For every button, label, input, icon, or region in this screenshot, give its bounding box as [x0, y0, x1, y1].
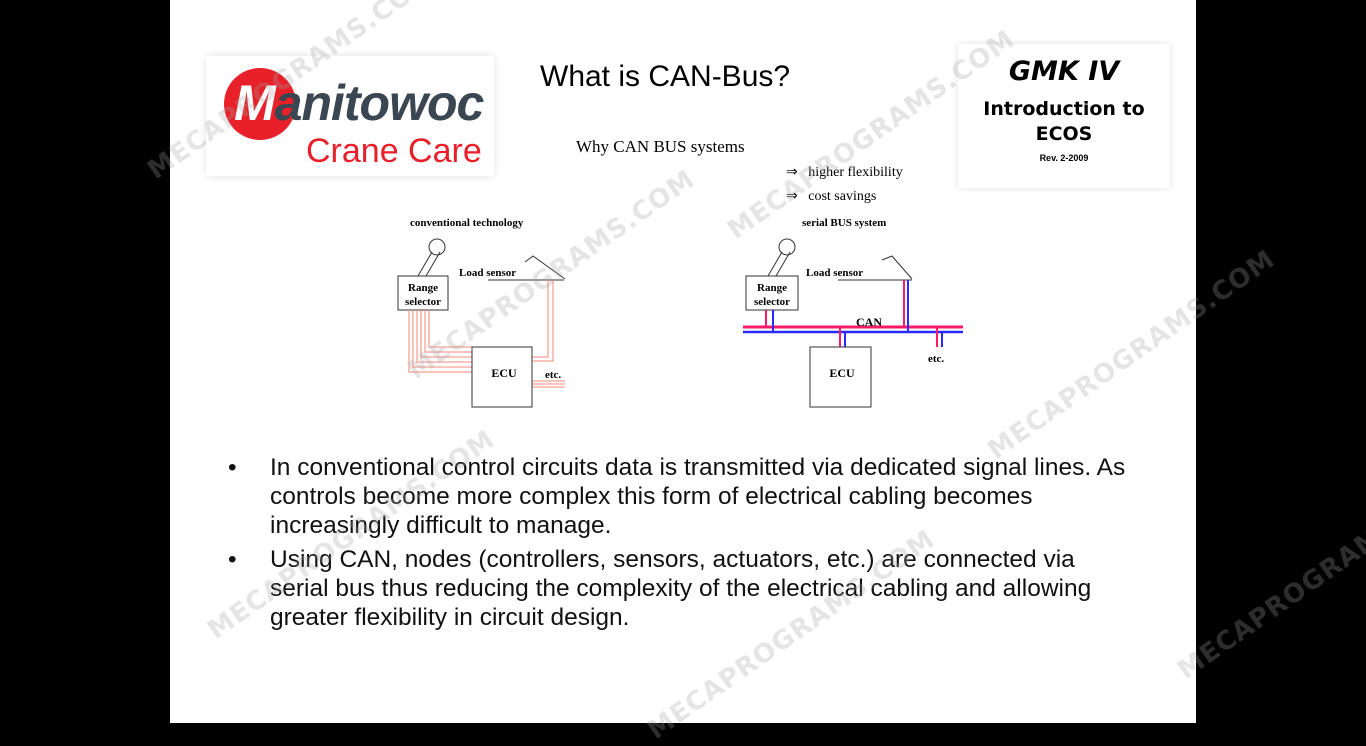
badge-model: GMK IV — [1008, 56, 1120, 87]
svg-text:selector: selector — [405, 296, 441, 308]
ecu-box — [471, 346, 533, 408]
svg-text:Range: Range — [757, 282, 787, 294]
badge-line2: ECOS — [1035, 123, 1093, 145]
svg-text:etc.: etc. — [928, 353, 944, 365]
lever — [417, 251, 441, 277]
load-sensor-label: Load sensor — [459, 267, 516, 279]
can-bus-lines — [743, 280, 963, 347]
benefit-item: ⇒ higher flexibility — [786, 165, 903, 180]
logo-subtitle: Crane Care — [306, 132, 482, 170]
load-sensor — [488, 255, 566, 281]
can-label: CAN — [856, 315, 882, 329]
dedicated-wires — [408, 280, 565, 388]
conventional-diagram: conventional technology Range selector L… — [397, 217, 566, 408]
lever-knob — [428, 238, 446, 256]
svg-text:selector: selector — [754, 296, 790, 308]
badge-revision: Rev. 2-2009 — [1039, 153, 1089, 163]
diagram-heading: Why CAN BUS systems — [576, 137, 745, 156]
conventional-title: conventional technology — [410, 217, 524, 229]
svg-text:etc.: etc. — [545, 369, 561, 381]
logo-brand: anitowoc — [274, 75, 485, 131]
serial-bus-diagram: serial BUS system Range selector Load se… — [743, 217, 963, 408]
bullet-list: •In conventional control circuits data i… — [228, 453, 1128, 637]
logo-initial: M — [234, 75, 276, 131]
svg-text:ECU: ECU — [491, 366, 517, 380]
bullet-item: •In conventional control circuits data i… — [228, 454, 1126, 539]
slide-title: What is CAN-Bus? — [540, 60, 791, 93]
can-bus-diagram: conventional technology Range selector L… — [397, 217, 963, 408]
slide: Manitowoc Crane Care What is CAN-Bus? GM… — [170, 0, 1196, 723]
bullet-item: •Using CAN, nodes (controllers, sensors,… — [228, 546, 1092, 631]
svg-text:ECU: ECU — [829, 366, 855, 380]
svg-text:Range: Range — [408, 282, 438, 294]
serial-bus-title: serial BUS system — [802, 217, 886, 229]
svg-text:Load sensor: Load sensor — [806, 267, 863, 279]
benefit-item: ⇒ cost savings — [786, 189, 877, 204]
course-badge: GMK IV Introduction to ECOS Rev. 2-2009 — [958, 44, 1170, 188]
badge-line1: Introduction to — [983, 98, 1145, 120]
logo-circle — [224, 68, 296, 140]
manitowoc-logo: Manitowoc Crane Care — [206, 56, 494, 176]
range-selector-box — [397, 275, 449, 311]
